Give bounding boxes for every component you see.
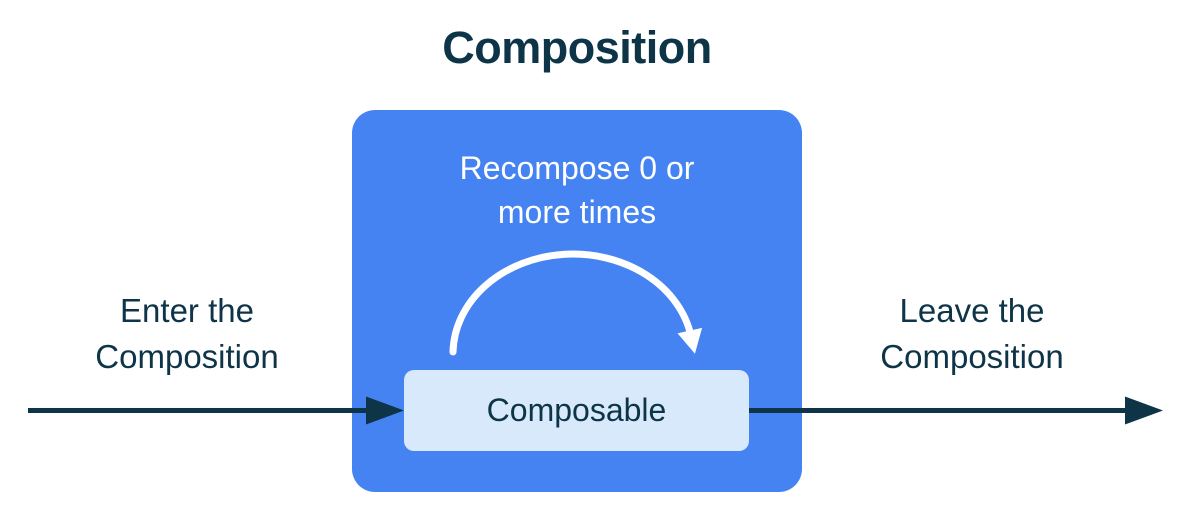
composable-label: Composable (486, 392, 667, 428)
enter-label-line1: Enter the (120, 292, 254, 329)
enter-label-line2: Composition (95, 338, 279, 375)
leave-label-line1: Leave the (899, 292, 1045, 329)
recompose-label: Recompose 0 or more times (352, 146, 802, 234)
diagram-title: Composition (442, 22, 712, 73)
enter-composition-label: Enter the Composition (95, 288, 278, 380)
recompose-label-line1: Recompose 0 or (459, 150, 695, 186)
leave-composition-label: Leave the Composition (880, 288, 1063, 380)
enter-arrow-icon (28, 396, 404, 425)
composable-node: Composable (404, 370, 749, 451)
leave-label-line2: Composition (880, 338, 1064, 375)
recompose-label-line2: more times (497, 194, 657, 230)
leave-arrow-icon (749, 396, 1163, 425)
